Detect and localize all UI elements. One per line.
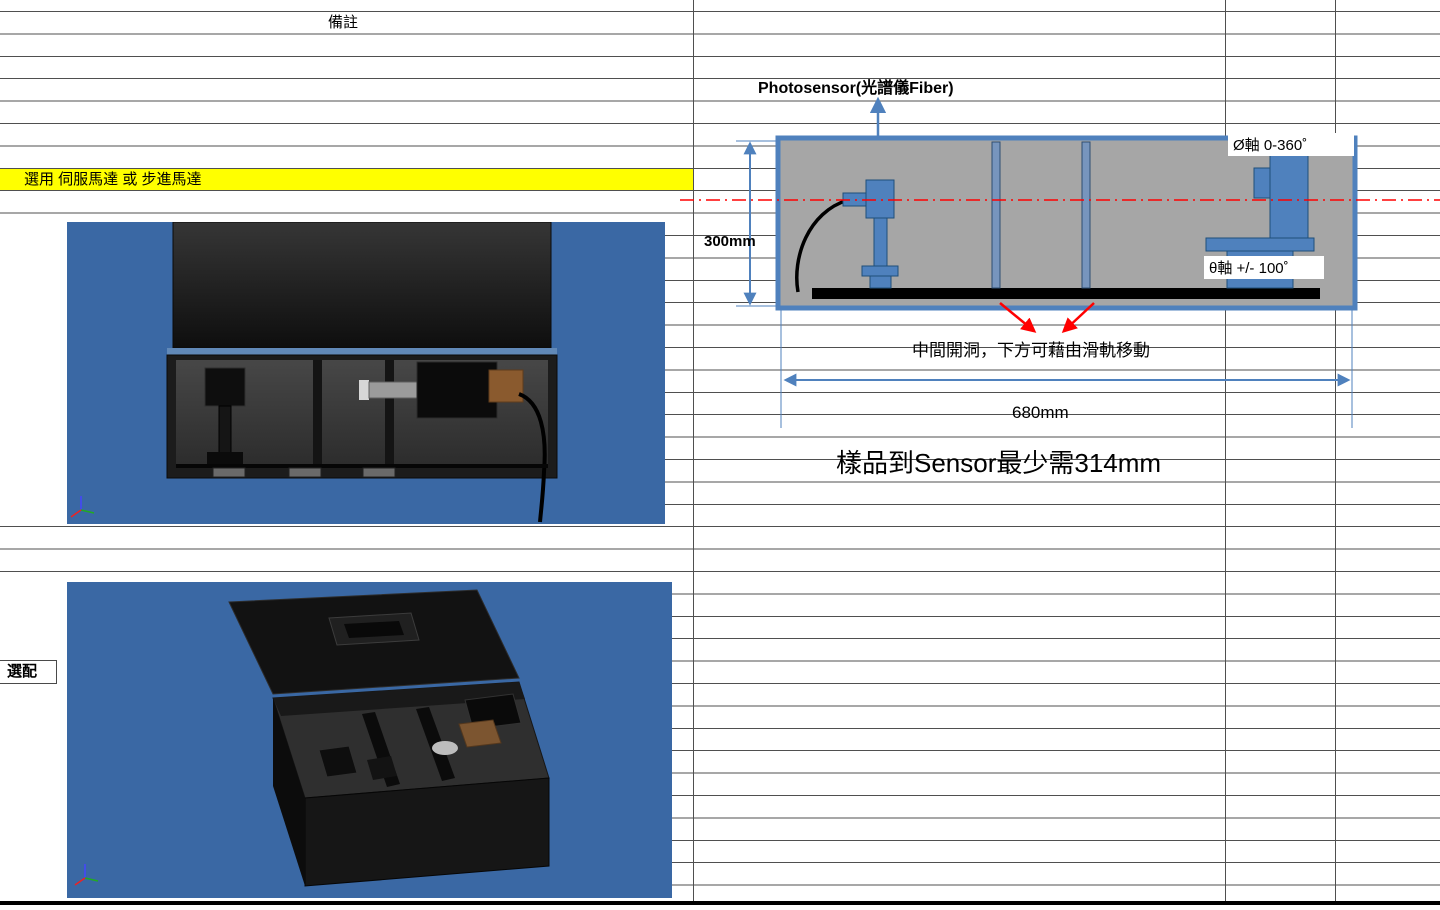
compartment-divider: [385, 360, 394, 467]
compartment-divider: [313, 360, 322, 467]
optional-label-cell: 選配: [0, 660, 57, 684]
copper-part: [458, 719, 502, 748]
photosensor-label: Photosensor(光譜儀Fiber): [758, 78, 954, 97]
enclosure-top-edge: [167, 348, 557, 355]
enclosure-base-rail: [176, 464, 548, 468]
opening-note-label: 中間開洞，下方可藉由滑軌移動: [912, 341, 1150, 360]
partition-wall: [991, 141, 1001, 289]
dimension-300mm: 300mm: [704, 140, 778, 307]
case-lid: [228, 589, 520, 695]
picture-section-view[interactable]: [67, 222, 665, 524]
theta-axis-label: θ軸 +/- 100˚: [1209, 260, 1289, 277]
highlight-row: 選用 伺服馬達 或 步進馬達: [0, 168, 694, 191]
mount-feet: [212, 467, 396, 478]
partition-wall: [1081, 141, 1091, 289]
drawing-enclosure-diagram[interactable]: Ø軸 0-360˚ θ軸 +/- 100˚ Photosensor(光譜儀Fib…: [680, 60, 1440, 490]
sheet-bottom-border: [0, 901, 1440, 905]
width-dim-label: 680mm: [1012, 403, 1069, 422]
phi-axis-label: Ø軸 0-360˚: [1233, 137, 1307, 154]
picture-isometric-view[interactable]: [67, 582, 672, 898]
background-mask: [0, 222, 67, 524]
slide-rail: [812, 288, 1320, 299]
remark-header-text: 備註: [328, 14, 359, 31]
enclosure-lid-panel: [172, 222, 552, 349]
motor-note-text: 選用 伺服馬達 或 步進馬達: [24, 171, 202, 188]
remark-header-cell: 備註: [328, 12, 358, 33]
lens-part: [432, 741, 458, 755]
case-body: [272, 681, 550, 887]
distance-note-label: 樣品到Sensor最少需314mm: [836, 448, 1161, 478]
height-dim-label: 300mm: [704, 233, 756, 250]
background-mask: [0, 582, 67, 898]
optional-label-text: 選配: [7, 663, 38, 680]
